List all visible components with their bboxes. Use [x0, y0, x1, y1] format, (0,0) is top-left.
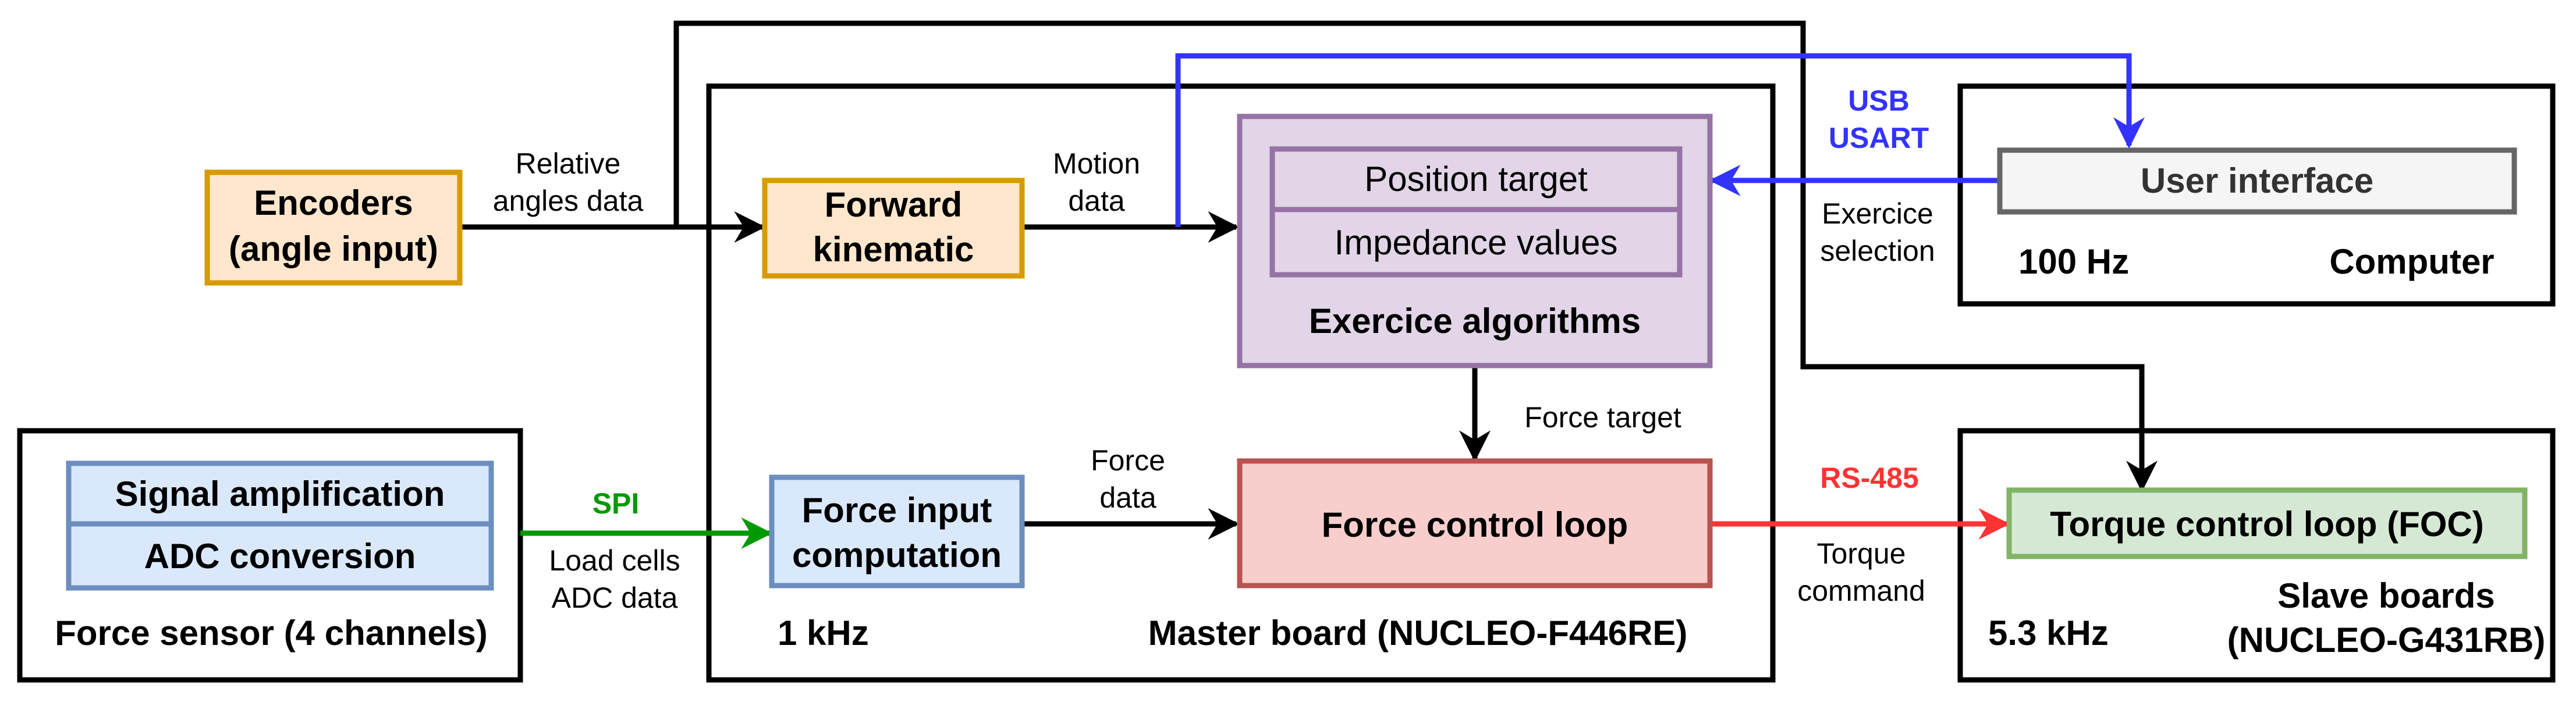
computer-frequency: 100 Hz — [2018, 242, 2129, 281]
adc-conversion-box — [66, 521, 494, 591]
rs485-label: RS-485 — [1820, 462, 1919, 494]
torque-control-loop-label: Torque control loop (FOC) — [2050, 505, 2483, 544]
force-input-label-line2: computation — [792, 536, 1002, 575]
master-board-container — [706, 83, 1776, 683]
relative-angles-label-line1: Relative — [516, 147, 621, 180]
load-cells-label-line2: ADC data — [552, 582, 678, 614]
computer-container — [1957, 83, 2556, 307]
usb-label: USB — [1848, 84, 1910, 117]
slave-boards-container — [1957, 428, 2556, 683]
force-data-label-line1: Force — [1091, 444, 1165, 477]
torque-command-label-line2: command — [1797, 575, 1925, 607]
load-cells-label-line1: Load cells — [549, 544, 680, 577]
motion-data-label-line1: Motion — [1053, 147, 1140, 180]
exercice-algorithms-label: Exercice algorithms — [1309, 302, 1641, 341]
slave-boards-title-line1: Slave boards — [2277, 576, 2495, 615]
position-target-label: Position target — [1364, 159, 1588, 198]
exercice-selection-label-line1: Exercice — [1822, 197, 1933, 230]
force-data-label-line2: data — [1099, 481, 1156, 514]
signal-amplification-label: Signal amplification — [115, 474, 445, 513]
adc-conversion-label: ADC conversion — [144, 537, 416, 576]
user-interface-box — [1997, 147, 2517, 215]
forward-kinematic-block — [762, 178, 1025, 279]
encoders-label-line1: Encoders — [254, 183, 413, 222]
master-frequency: 1 kHz — [778, 614, 869, 653]
forward-kinematic-label-line2: kinematic — [813, 230, 974, 269]
impedance-values-box — [1269, 207, 1683, 278]
force-input-block — [769, 474, 1025, 588]
signal-amplification-box — [66, 460, 494, 527]
slave-frequency: 5.3 kHz — [1988, 614, 2109, 653]
master-board-title: Master board (NUCLEO-F446RE) — [1148, 614, 1688, 653]
impedance-values-label: Impedance values — [1335, 223, 1618, 262]
relative-angles-label-line2: angles data — [493, 185, 644, 217]
motion-data-label-line2: data — [1068, 185, 1125, 217]
spi-label: SPI — [592, 487, 640, 520]
encoders-block — [204, 169, 463, 286]
exercice-selection-label-line2: selection — [1820, 235, 1935, 267]
force-target-label: Force target — [1524, 401, 1681, 434]
torque-control-loop-box — [2006, 487, 2528, 559]
force-sensor-title: Force sensor (4 channels) — [55, 614, 488, 653]
torque-command-label-line1: Torque — [1817, 537, 1906, 570]
encoders-label-line2: (angle input) — [229, 229, 438, 268]
force-sensor-container — [17, 428, 523, 683]
usart-label: USART — [1829, 122, 1929, 154]
force-control-loop-block — [1237, 458, 1713, 588]
computer-title: Computer — [2329, 242, 2494, 281]
motion-data-to-user-interface-arrow — [1175, 53, 2145, 227]
slave-boards-title-line2: (NUCLEO-G431RB) — [2227, 621, 2546, 660]
force-input-label-line1: Force input — [802, 491, 992, 530]
user-interface-label: User interface — [2141, 161, 2373, 200]
position-target-box — [1269, 146, 1683, 212]
forward-kinematic-label-line1: Forward — [825, 185, 963, 224]
force-control-loop-label: Force control loop — [1322, 505, 1628, 544]
angles-to-slave-boards-arrow — [673, 20, 2158, 492]
